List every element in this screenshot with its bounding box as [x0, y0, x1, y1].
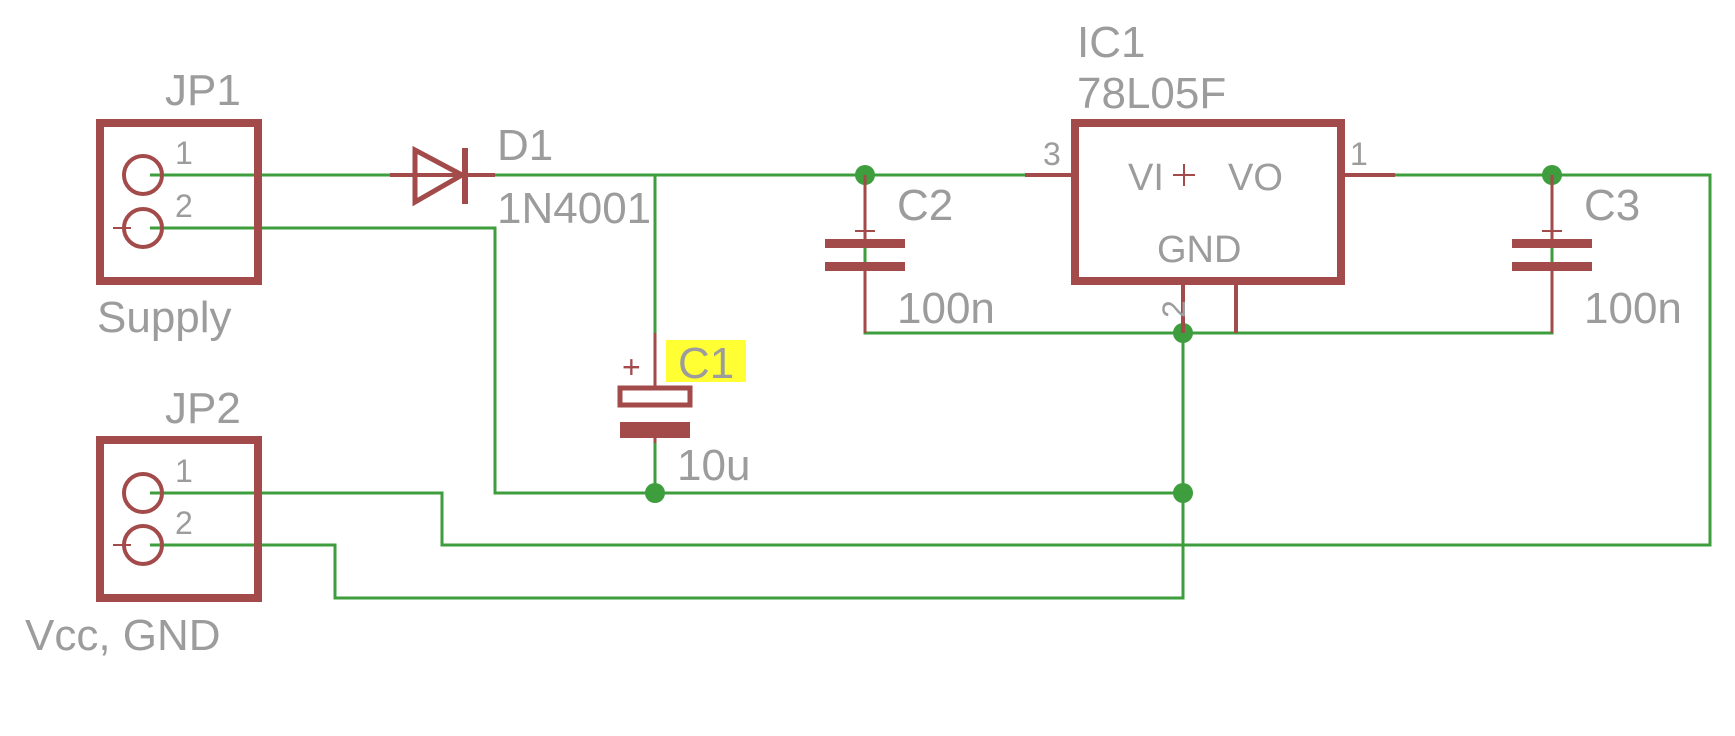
wire-c2-gnd[interactable] [863, 175, 1554, 335]
jp2-pin1-number: 1 [175, 453, 193, 489]
jp2-pin1-pad[interactable] [122, 472, 164, 514]
jp1-pin1-number: 1 [175, 135, 193, 171]
jp1-connector[interactable]: 1 2 JP1 Supply [96, 66, 262, 342]
jp1-value: Supply [97, 293, 232, 342]
ic1-name: IC1 [1077, 18, 1145, 67]
ic1-pin-gnd-label: GND [1157, 229, 1241, 271]
c1-value: 10u [677, 441, 750, 490]
ic1-pin-vi-label: VI [1128, 157, 1164, 199]
jp1-pin1-pad[interactable] [122, 154, 164, 196]
junctions [645, 165, 1562, 503]
c3-bottom-plate [1512, 262, 1592, 271]
c1-name: C1 [678, 339, 734, 388]
c2-bottom-plate [825, 262, 905, 271]
junction-dot [645, 483, 665, 503]
jp2-body [96, 436, 262, 602]
c1-capacitor[interactable]: + C1 10u [617, 333, 750, 490]
jp1-name: JP1 [165, 66, 241, 115]
c1-positive-plate [617, 385, 693, 408]
d1-value: 1N4001 [497, 184, 651, 233]
junction-dot [1173, 483, 1193, 503]
d1-anode-triangle [412, 145, 468, 207]
ic1-pin-in-number: 3 [1043, 136, 1061, 172]
jp2-connector[interactable]: 1 2 JP2 Vcc, GND [25, 384, 262, 660]
ic1-pin-vo-label: VO [1228, 157, 1283, 199]
d1-name: D1 [497, 121, 553, 170]
c3-top-plate [1512, 239, 1592, 248]
ic1-body [1071, 119, 1345, 285]
jp1-body [96, 119, 262, 285]
d1-diode[interactable]: D1 1N4001 [390, 121, 651, 233]
ic1-pin-out-number: 1 [1350, 136, 1368, 172]
c3-value: 100n [1584, 284, 1682, 333]
ic1-regulator[interactable]: 3 1 2 VI VO GND IC1 78L05F [1025, 18, 1395, 333]
jp1-pin2-number: 2 [175, 188, 193, 224]
c3-name: C3 [1584, 181, 1640, 230]
jp2-value: Vcc, GND [25, 611, 221, 660]
wire-vout-rail[interactable] [150, 173, 1712, 547]
c3-capacitor[interactable]: C3 100n [1512, 175, 1682, 333]
wire-jp2-gnd[interactable] [150, 333, 1185, 600]
ic1-pin-gnd-number: 2 [1156, 300, 1192, 318]
c1-selection-highlight [666, 340, 746, 382]
c2-name: C2 [897, 181, 953, 230]
wire-jp1-gnd[interactable] [150, 226, 1183, 495]
c2-capacitor[interactable]: C2 100n [825, 175, 995, 333]
c1-negative-plate [620, 422, 690, 438]
jp2-pin2-number: 2 [175, 505, 193, 541]
c1-polarity-mark: + [622, 349, 641, 385]
ic1-value: 78L05F [1077, 69, 1226, 118]
jp2-name: JP2 [165, 384, 241, 433]
wires [150, 173, 1712, 600]
c2-top-plate [825, 239, 905, 248]
c2-value: 100n [897, 284, 995, 333]
